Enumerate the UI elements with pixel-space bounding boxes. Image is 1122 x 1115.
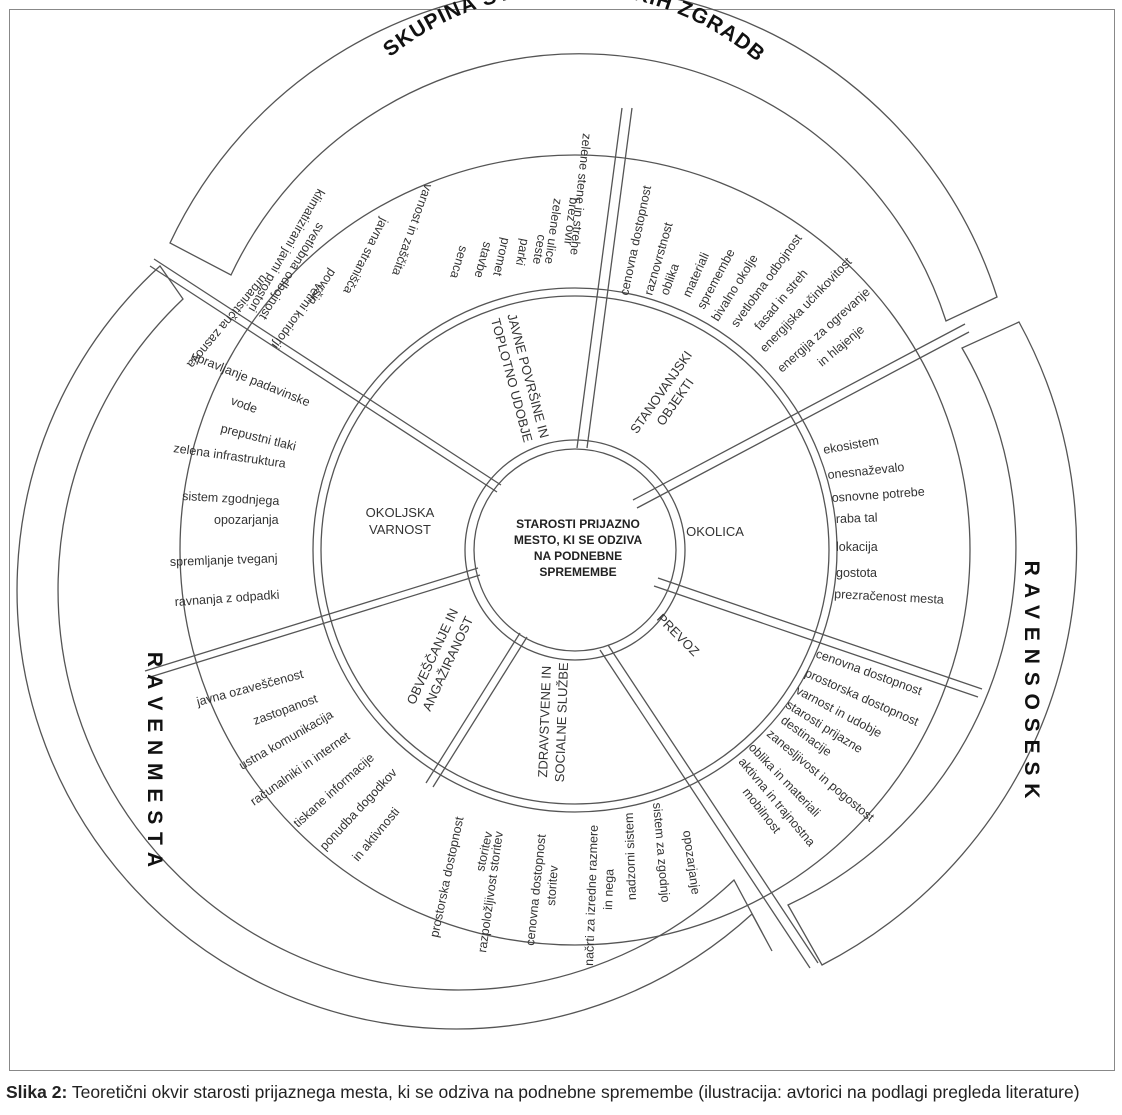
items-ring-inner — [312, 287, 838, 813]
category-ring-outer — [320, 295, 830, 805]
item-nb-3: raba tal — [836, 511, 878, 526]
item-nb-0: ekosistem — [822, 433, 880, 457]
category-environment-1: OKOLJSKA — [366, 505, 435, 520]
category-labels: JAVNE POVRŠINE IN TOPLOTNO UDOBJE STANOV… — [366, 312, 745, 783]
caption-label: Slika 2: — [6, 1082, 68, 1102]
item-public-4: parki — [513, 237, 532, 266]
items-ring-outer — [179, 154, 971, 946]
neighbourhood-level-segment — [787, 321, 1078, 966]
item-env-7: ravnanja z odpadki — [174, 588, 280, 609]
figure-frame — [9, 9, 1115, 1071]
item-health-5: načrti za izredne razmere — [582, 825, 601, 966]
item-nb-1: onesnaževalo — [827, 460, 905, 482]
item-public-3: ceste — [530, 233, 549, 265]
center-ring-inner — [473, 448, 677, 652]
level-title-neighbourhoods: R A V E N S O S E S K — [1020, 561, 1043, 800]
item-nb-6: prezračenost mesta — [834, 587, 944, 607]
items-communication: javna ozaveščenost zastopanost ustna kom… — [194, 667, 402, 864]
item-env-5: opozarjanja — [214, 513, 279, 527]
category-health-1: ZDRAVSTVENE IN — [535, 666, 554, 778]
item-nb-2: osnovne potrebe — [831, 485, 925, 505]
item-env-1: vode — [229, 394, 259, 416]
category-transport: PREVOZ — [654, 611, 702, 659]
item-env-6: spremljanje tveganj — [170, 551, 278, 569]
item-env-4: sistem zgodnjega — [182, 489, 280, 508]
items-housing: cenovna dostopnost raznovrstnost oblika … — [617, 184, 873, 375]
center-ring-outer — [464, 439, 686, 661]
level-title-buildings: SKUPINA STANOVANJSKIH ZGRADB — [379, 0, 770, 67]
item-health-4: storitev — [544, 864, 561, 906]
city-level-segment — [16, 265, 773, 1030]
items-transport: cenovna dostopnost prostorska dostopnost… — [736, 647, 925, 849]
center-line-2: MESTO, KI SE ODZIVA — [514, 533, 643, 547]
center-line-3: NA PODNEBNE — [534, 549, 622, 563]
item-health-8: sistem za zgodnjo — [650, 802, 673, 903]
center-label: STAROSTI PRIJAZNO MESTO, KI SE ODZIVA NA… — [514, 517, 643, 579]
item-health-6: in nega — [601, 869, 616, 911]
items-neighbourhood: ekosistem onesnaževalo osnovne potrebe r… — [822, 433, 944, 606]
item-health-0: prostorska dostopnost — [427, 815, 466, 939]
center-line-1: STAROSTI PRIJAZNO — [516, 517, 640, 531]
center-line-4: SPREMEMBE — [539, 565, 616, 579]
item-public-7: senca — [447, 244, 470, 280]
items-environment: upravljanje padavinske vode prepustni tl… — [170, 349, 312, 609]
item-public-1: brez ovir — [561, 197, 581, 246]
category-environment-2: VARNOST — [369, 522, 431, 537]
sector-dividers — [144, 107, 983, 969]
buildings-level-segment — [169, 0, 998, 322]
level-title-city: R A V E N M E S T A — [143, 652, 166, 868]
item-health-7: nadzorni sistem — [622, 812, 639, 900]
items-public-spaces: zelene stene in strehe brez ovir zelene … — [184, 133, 594, 371]
item-nb-5: gostota — [836, 566, 877, 580]
item-health-9: opozarjanje — [680, 829, 703, 895]
item-nb-4: lokacija — [836, 540, 878, 554]
category-health-2: SOCIALNE SLUŽBE — [552, 662, 571, 783]
outer-level-band — [16, 0, 1078, 1030]
category-neighbourhood: OKOLICA — [686, 524, 744, 539]
figure-caption: Slika 2: Teoretični okvir starosti prija… — [6, 1082, 1118, 1103]
item-public-8: varnost in zaščita — [389, 182, 435, 278]
items-health: prostorska dostopnost storitev razpoložl… — [427, 802, 703, 966]
framework-diagram: STAROSTI PRIJAZNO MESTO, KI SE ODZIVA NA… — [16, 0, 1078, 1030]
caption-text: Teoretični okvir starosti prijaznega mes… — [67, 1082, 1080, 1102]
